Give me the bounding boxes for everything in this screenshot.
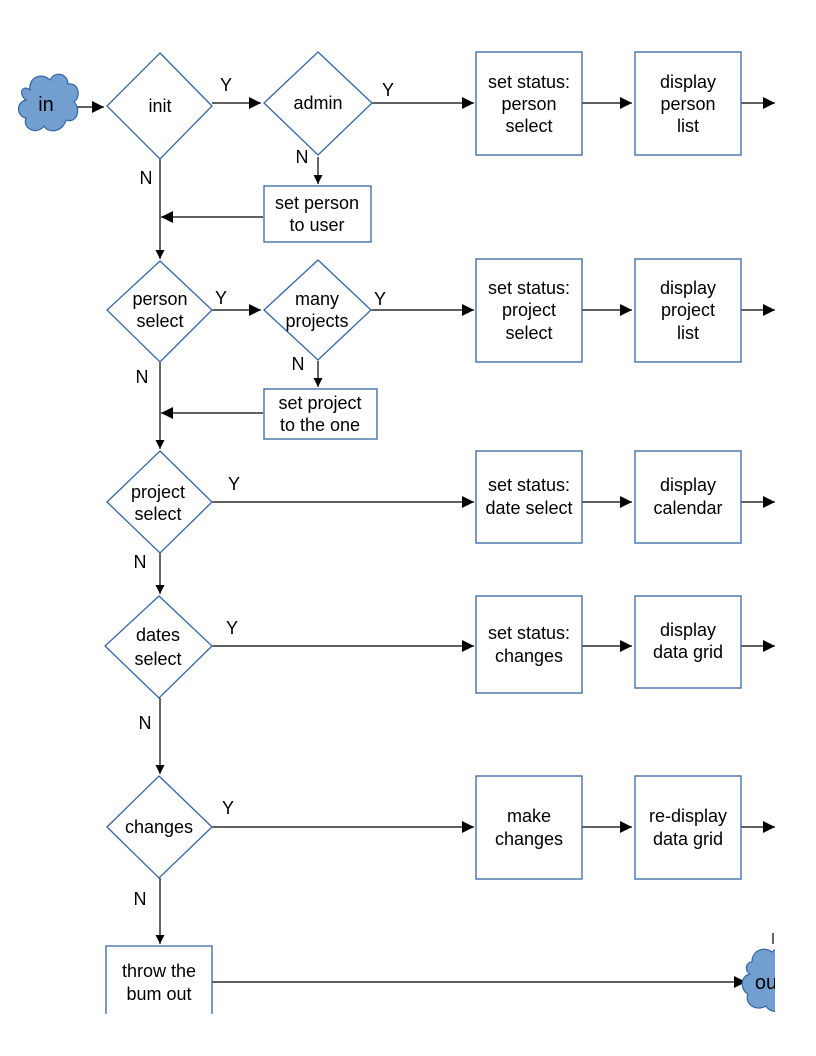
connectors [74, 97, 775, 988]
label-dates-yes: Y [226, 618, 238, 638]
node-set-status-date-line2: date select [485, 498, 572, 518]
node-set-status-project-line1: set status: [488, 278, 570, 298]
start-cloud: in [17, 73, 79, 132]
node-set-project-line1: set project [278, 393, 361, 413]
node-display-person-line1: display [660, 72, 716, 92]
label-person-no: N [136, 367, 149, 387]
decision-init: init [106, 52, 213, 160]
node-display-calendar-line1: display [660, 475, 716, 495]
node-make-changes-line2: changes [495, 829, 563, 849]
node-display-project-line1: display [660, 278, 716, 298]
node-changes: changes [125, 817, 193, 837]
node-redisplay-line1: re-display [649, 806, 727, 826]
decision-dates-select: dates select [104, 595, 213, 699]
node-display-grid-line1: display [660, 620, 716, 640]
process-set-status-person: set status: person select [475, 51, 583, 156]
node-out: ou [755, 972, 777, 994]
node-person-select-line1: person [132, 289, 187, 309]
process-display-calendar: display calendar [634, 450, 742, 544]
node-set-person-line1: set person [275, 193, 359, 213]
label-project-yes: Y [228, 474, 240, 494]
node-in: in [38, 94, 54, 116]
node-set-status-date-line1: set status: [488, 475, 570, 495]
node-set-status-project-line3: select [505, 323, 552, 343]
decision-project-select: project select [106, 450, 213, 554]
decision-admin: admin [263, 51, 373, 156]
node-throw-line2: bum out [126, 984, 191, 1004]
process-set-status-date: set status: date select [475, 450, 583, 544]
node-make-changes-line1: make [507, 806, 551, 826]
node-throw-line1: throw the [122, 961, 196, 981]
edge-labels: Y N Y N Y N Y N Y N Y N Y N [134, 75, 395, 909]
node-dates-select-line1: dates [136, 625, 180, 645]
label-many-yes: Y [374, 289, 386, 309]
node-project-select-line1: project [131, 482, 185, 502]
node-redisplay-line2: data grid [653, 829, 723, 849]
decision-changes: changes [106, 775, 213, 879]
label-changes-no: N [134, 889, 147, 909]
process-redisplay-data-grid: re-display data grid [634, 775, 742, 880]
cloud-icon [17, 73, 79, 132]
node-set-status-changes-line2: changes [495, 646, 563, 666]
process-set-status-changes: set status: changes [475, 595, 583, 694]
node-display-project-line2: project [661, 300, 715, 320]
label-init-no: N [140, 168, 153, 188]
process-make-changes: make changes [475, 775, 583, 880]
node-display-project-line3: list [677, 323, 699, 343]
label-admin-yes: Y [382, 80, 394, 100]
node-display-person-line2: person [660, 94, 715, 114]
label-admin-no: N [296, 147, 309, 167]
node-set-status-person-line3: select [505, 116, 552, 136]
process-set-status-project: set status: project select [475, 258, 583, 363]
node-display-grid-line2: data grid [653, 642, 723, 662]
node-set-status-person-line1: set status: [488, 72, 570, 92]
decision-many-projects: many projects [263, 259, 372, 361]
node-set-project-line2: to the one [280, 415, 360, 435]
label-person-yes: Y [215, 288, 227, 308]
node-set-status-project-line2: project [502, 300, 556, 320]
decision-person-select: person select [106, 260, 213, 363]
end-cloud: ou [741, 948, 777, 1013]
node-many-projects-line2: projects [285, 311, 348, 331]
process-display-project-list: display project list [634, 258, 742, 363]
process-throw-out: throw the bum out [105, 945, 213, 1014]
node-display-person-line3: list [677, 116, 699, 136]
node-set-person-line2: to user [289, 215, 344, 235]
node-set-status-changes-line1: set status: [488, 623, 570, 643]
label-dates-no: N [139, 713, 152, 733]
label-changes-yes: Y [222, 798, 234, 818]
label-init-yes: Y [220, 75, 232, 95]
process-set-project-to-one: set project to the one [263, 388, 378, 440]
node-dates-select-line2: select [134, 649, 181, 669]
process-set-person-to-user: set person to user [263, 185, 372, 243]
label-project-no: N [134, 552, 147, 572]
node-init: init [148, 96, 171, 116]
process-display-person-list: display person list [634, 51, 742, 156]
node-project-select-line2: select [134, 504, 181, 524]
cloud-icon [741, 948, 775, 1013]
node-person-select-line2: select [136, 311, 183, 331]
label-many-no: N [292, 354, 305, 374]
node-set-status-person-line2: person [501, 94, 556, 114]
node-many-projects-line1: many [295, 289, 339, 309]
node-display-calendar-line2: calendar [653, 498, 722, 518]
node-admin: admin [293, 93, 342, 113]
process-display-data-grid: display data grid [634, 595, 742, 689]
